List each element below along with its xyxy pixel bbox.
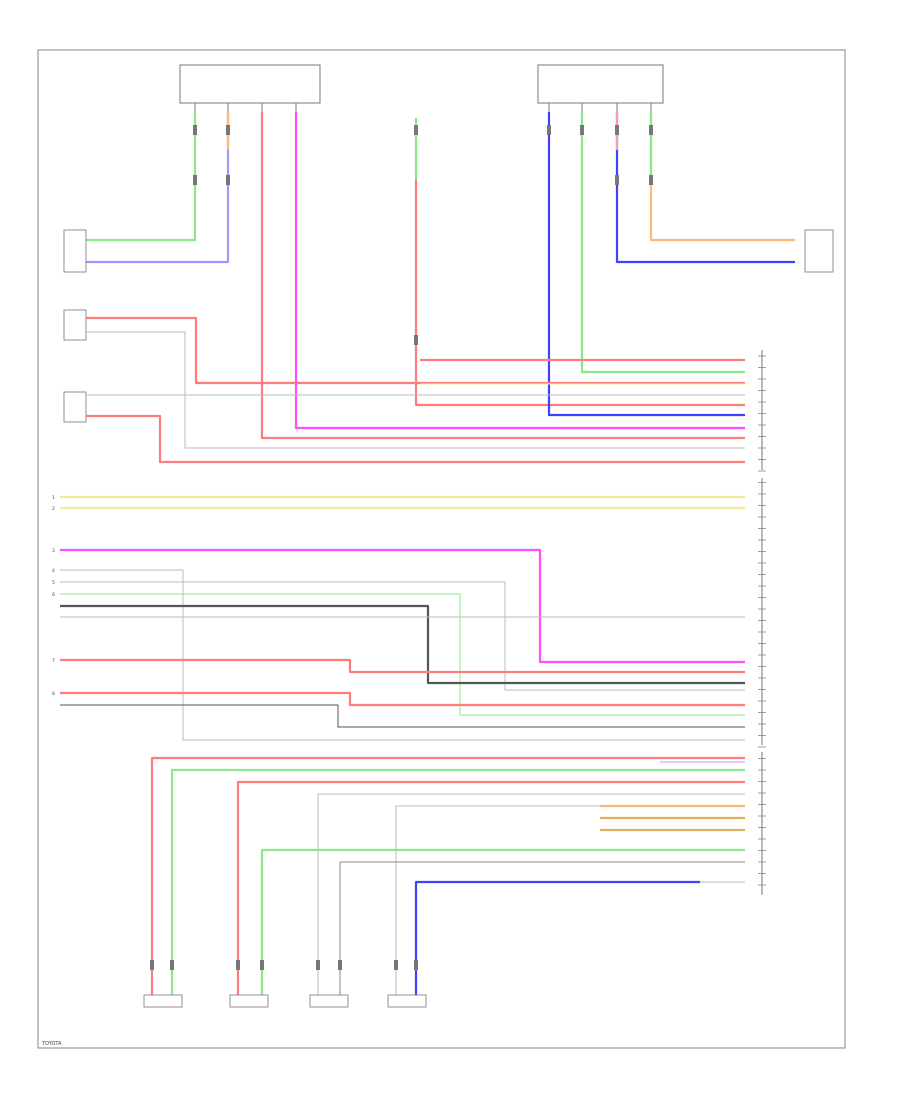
wire-black-middle — [60, 604, 745, 685]
side-label-4: 4 — [52, 568, 55, 574]
side-label-6: 6 — [52, 592, 55, 598]
wire-red-lower-2 — [60, 691, 745, 707]
wire-green-middle — [60, 593, 745, 716]
wire-blue-top-right-box — [547, 112, 745, 417]
wire-magenta-top-left-box — [294, 112, 745, 430]
side-label-3: 3 — [52, 548, 55, 554]
wire-magenta-middle — [60, 548, 745, 664]
diagram-frame — [37, 49, 846, 1049]
left-front-speaker-symbol — [63, 229, 87, 273]
right-rear-speaker-symbol — [63, 391, 87, 423]
connector-pin-ticks — [758, 355, 766, 886]
wire-blue-right-speaker — [615, 112, 795, 264]
wire-red-bottom-speaker-2 — [236, 780, 745, 1000]
wire-red-right-rear — [86, 414, 745, 464]
wire-red-left-rear — [86, 316, 745, 385]
bottom-speaker-3 — [309, 994, 349, 1008]
wire-grey-bottom-3 — [339, 861, 745, 1000]
footer-brand: TOYOTA — [41, 1041, 62, 1047]
bottom-speaker-2 — [229, 994, 269, 1008]
wire-green-left-speaker — [86, 112, 197, 242]
wire-red-center-drop — [414, 180, 745, 407]
wire-grey-middle-2 — [60, 581, 745, 691]
wire-green-bottom-speaker-2 — [260, 848, 745, 1000]
wire-green-bottom-speaker-1 — [170, 768, 745, 1000]
right-front-speaker-symbol — [804, 229, 834, 273]
side-label-5: 5 — [52, 580, 55, 586]
top-left-component-box — [179, 64, 321, 104]
side-label-7: 7 — [52, 658, 55, 664]
wire-green-top-right-box — [580, 112, 745, 374]
wire-black-lower — [60, 704, 745, 728]
side-label-8: 8 — [52, 691, 55, 697]
side-label-2: 2 — [52, 506, 55, 512]
wire-red-lower-1 — [60, 658, 745, 674]
wire-red-bottom-speaker-1 — [150, 756, 745, 1000]
bottom-speaker-1 — [143, 994, 183, 1008]
wire-grey-bottom-1 — [317, 793, 745, 1000]
wire-blue-bottom — [414, 880, 700, 1000]
side-label-1: 1 — [52, 495, 55, 501]
left-rear-speaker-symbol — [63, 309, 87, 341]
top-right-component-box — [537, 64, 664, 104]
wire-lightblue-left-speaker — [86, 112, 230, 264]
wire-grey-left-rear — [86, 331, 745, 449]
inline-connector-marks — [150, 125, 653, 970]
wire-red-top-left-box — [260, 112, 745, 440]
wire-grey-middle-1 — [60, 569, 745, 741]
bottom-speaker-4 — [387, 994, 427, 1008]
wire-grey-bottom-2 — [395, 805, 745, 1000]
wire-orange-right-speaker — [649, 112, 795, 242]
